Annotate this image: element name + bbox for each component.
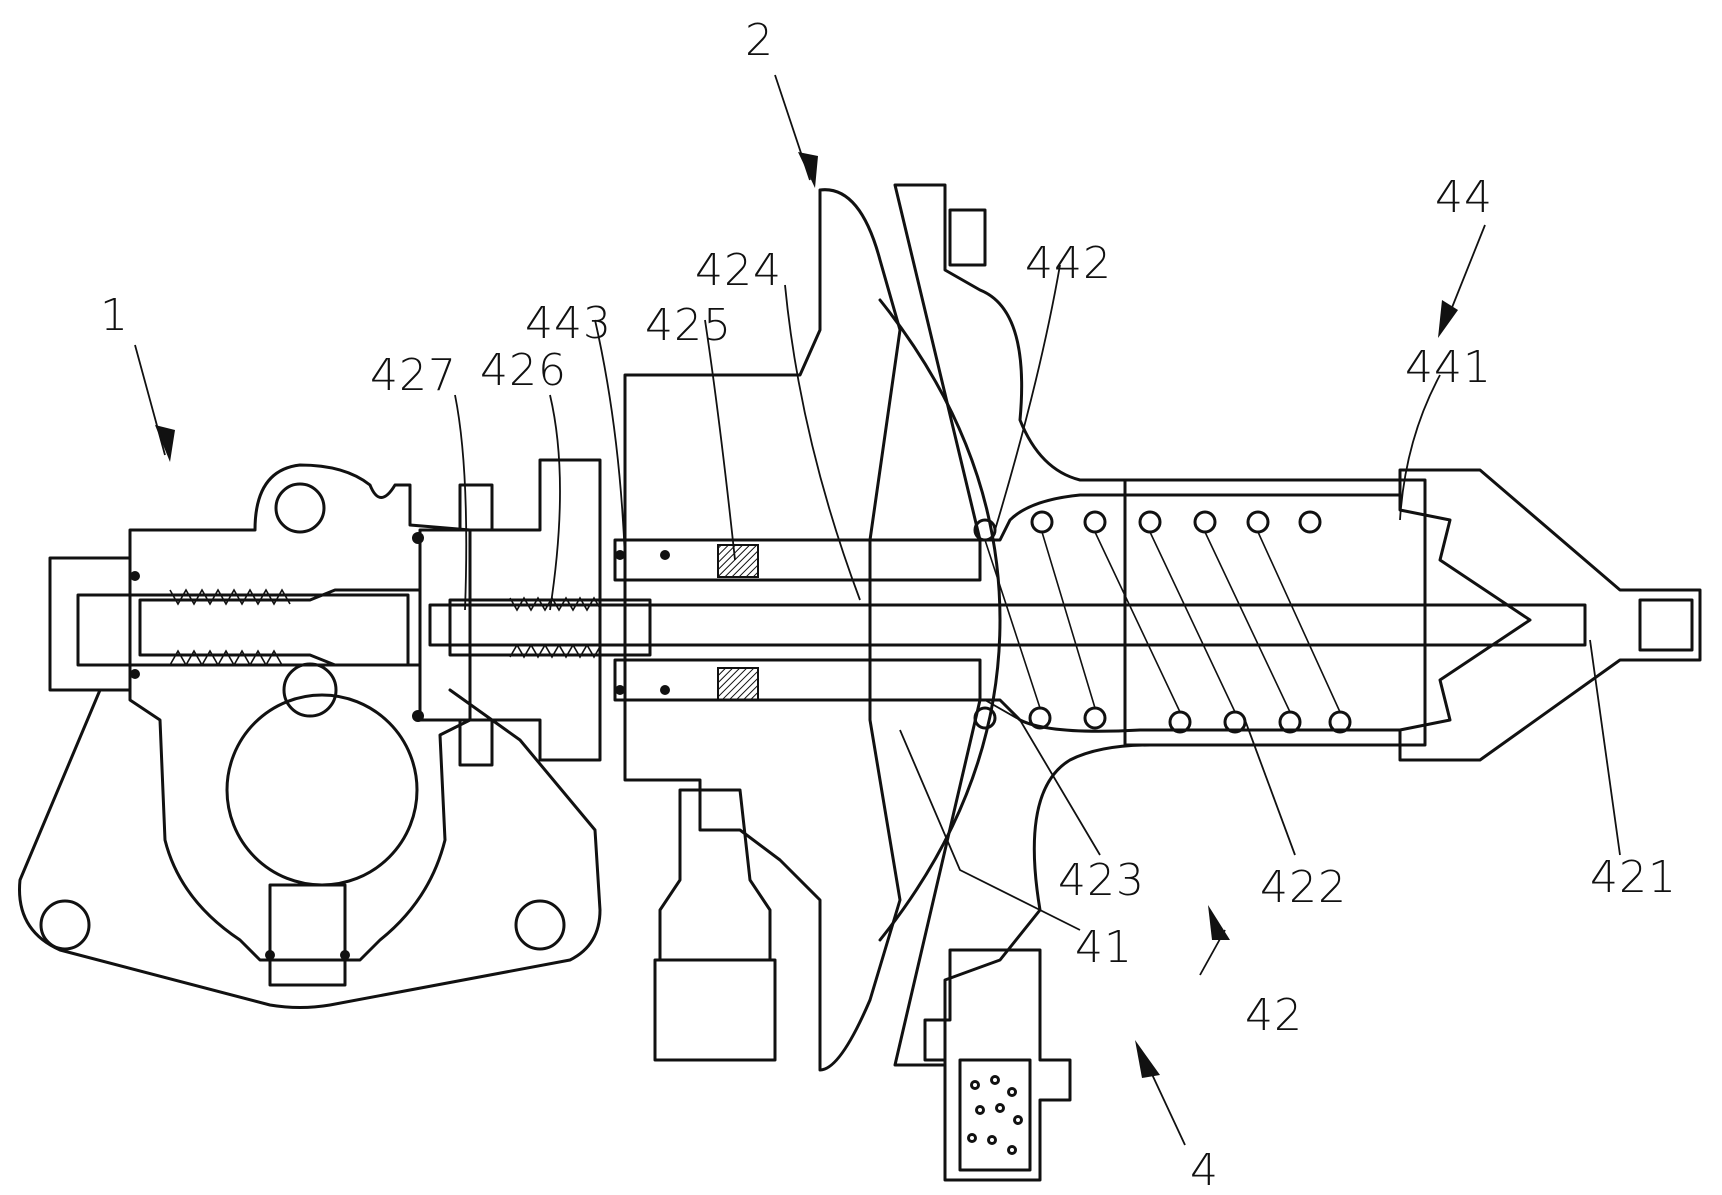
label-42: 42 bbox=[1245, 990, 1303, 1041]
filter-holes bbox=[967, 1075, 1023, 1155]
diaphragm-chamber bbox=[878, 183, 1402, 1182]
label-427: 427 bbox=[370, 350, 457, 401]
reference-numerals: 1 2 4 41 42 44 421 422 423 424 425 426 4… bbox=[100, 15, 1677, 1195]
spring-housing bbox=[973, 468, 1702, 762]
label-422: 422 bbox=[1260, 862, 1347, 913]
label-41: 41 bbox=[1075, 922, 1133, 973]
left-body-assembly bbox=[18, 463, 602, 1009]
label-2: 2 bbox=[745, 15, 774, 66]
main-spring-coils bbox=[973, 510, 1352, 734]
label-425: 425 bbox=[645, 300, 732, 351]
label-441: 441 bbox=[1405, 342, 1492, 393]
label-44: 44 bbox=[1435, 172, 1493, 223]
central-shaft bbox=[428, 603, 1587, 647]
label-426: 426 bbox=[480, 345, 567, 396]
label-443: 443 bbox=[525, 298, 612, 349]
label-421: 421 bbox=[1590, 852, 1677, 903]
label-423: 423 bbox=[1058, 855, 1145, 906]
label-4: 4 bbox=[1190, 1145, 1219, 1195]
label-1: 1 bbox=[100, 290, 129, 341]
label-424: 424 bbox=[695, 245, 782, 296]
leader-lines bbox=[134, 74, 1621, 1146]
label-442: 442 bbox=[1025, 238, 1112, 289]
